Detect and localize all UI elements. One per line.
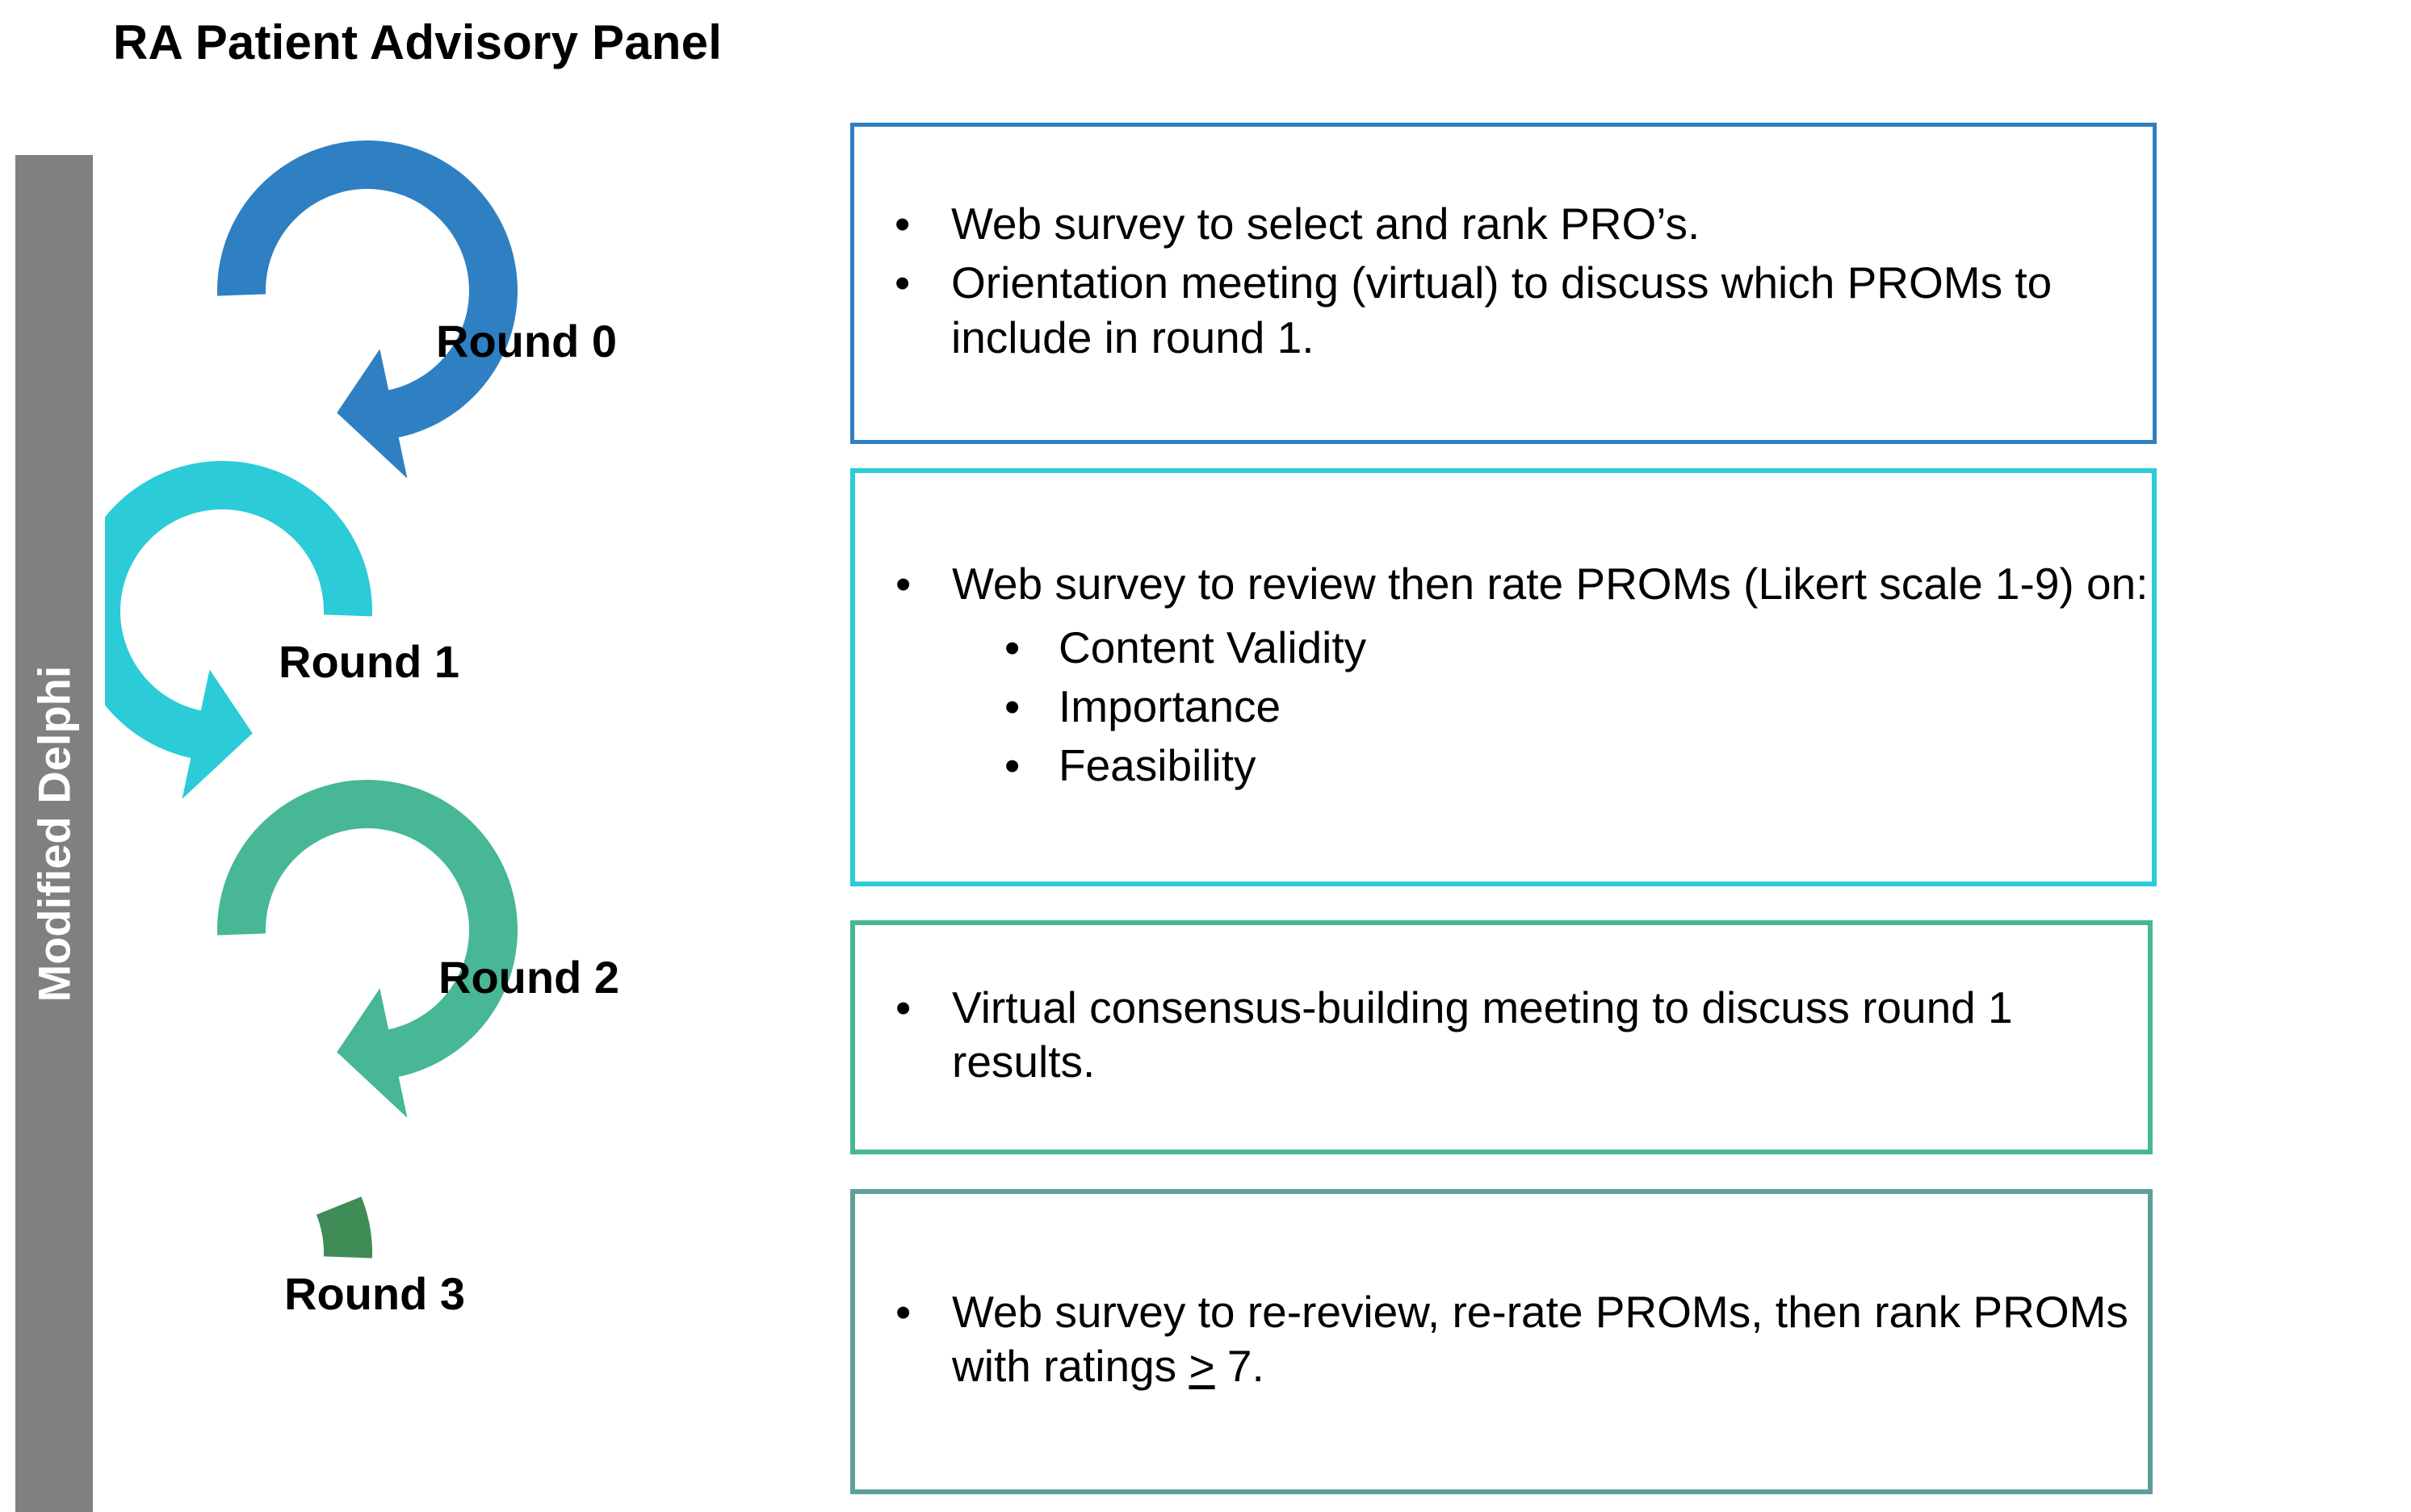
- list-item: • Importance: [855, 680, 2152, 734]
- bullet-list: • Web survey to re-review, re-rate PROMs…: [855, 1285, 2148, 1398]
- bullet-icon: •: [895, 1286, 912, 1337]
- round-0-label: Round 0: [436, 316, 617, 366]
- page-title: RA Patient Advisory Panel: [113, 15, 723, 69]
- round-2-label: Round 2: [438, 952, 619, 1003]
- bullet-icon: •: [1004, 740, 1021, 791]
- list-item-text: Virtual consensus-building meeting to di…: [952, 982, 2013, 1087]
- greater-or-equal-icon: >: [1189, 1341, 1215, 1391]
- bullet-icon: •: [1004, 622, 1021, 672]
- modified-delphi-label: Modified Delphi: [28, 665, 80, 1002]
- round-3-label: Round 3: [284, 1268, 465, 1319]
- bullet-icon: •: [895, 199, 911, 249]
- detail-box-round-0: • Web survey to select and rank PRO’s. •…: [850, 123, 2157, 444]
- list-item-text: Orientation meeting (virtual) to discuss…: [951, 258, 2052, 362]
- list-item: • Virtual consensus-building meeting to …: [855, 981, 2148, 1089]
- list-item-text-after: 7.: [1214, 1341, 1264, 1391]
- list-item: • Feasibility: [855, 739, 2152, 793]
- list-item-text: Feasibility: [1059, 740, 1256, 791]
- bullet-list: • Virtual consensus-building meeting to …: [855, 981, 2148, 1094]
- list-item: • Web survey to select and rank PRO’s.: [854, 197, 2153, 251]
- circular-ring-open-icon: [316, 1196, 372, 1259]
- bullet-icon: •: [895, 258, 911, 308]
- round-1-label: Round 1: [279, 636, 459, 687]
- list-item-text-before: Web survey to re-review, re-rate PROMs, …: [952, 1286, 2128, 1391]
- list-item-text: Importance: [1059, 681, 1281, 731]
- list-item: • Web survey to re-review, re-rate PROMs…: [855, 1285, 2148, 1393]
- list-item: • Orientation meeting (virtual) to discu…: [854, 256, 2153, 364]
- circular-arrow-clockwise-icon: [217, 780, 518, 1118]
- delphi-cycle-diagram: [105, 140, 518, 1259]
- circular-arrow-clockwise-icon: [217, 140, 518, 479]
- detail-box-round-2: • Virtual consensus-building meeting to …: [850, 920, 2153, 1154]
- detail-box-round-3: • Web survey to re-review, re-rate PROMs…: [850, 1189, 2153, 1494]
- bullet-list: • Web survey to review then rate PROMs (…: [855, 557, 2152, 798]
- list-item-text: Content Validity: [1059, 622, 1367, 672]
- bullet-icon: •: [1004, 681, 1021, 731]
- list-item: • Web survey to review then rate PROMs (…: [855, 557, 2152, 611]
- circular-arrow-counterclockwise-icon: [105, 461, 372, 799]
- list-item-text: Web survey to review then rate PROMs (Li…: [952, 558, 2149, 609]
- modified-delphi-spine: Modified Delphi: [15, 155, 93, 1512]
- list-item: • Content Validity: [855, 621, 2152, 675]
- detail-box-round-1: • Web survey to review then rate PROMs (…: [850, 468, 2157, 886]
- bullet-icon: •: [895, 982, 912, 1032]
- list-item-text: Web survey to select and rank PRO’s.: [951, 199, 1700, 249]
- bullet-icon: •: [895, 558, 912, 609]
- bullet-list: • Web survey to select and rank PRO’s. •…: [854, 197, 2153, 369]
